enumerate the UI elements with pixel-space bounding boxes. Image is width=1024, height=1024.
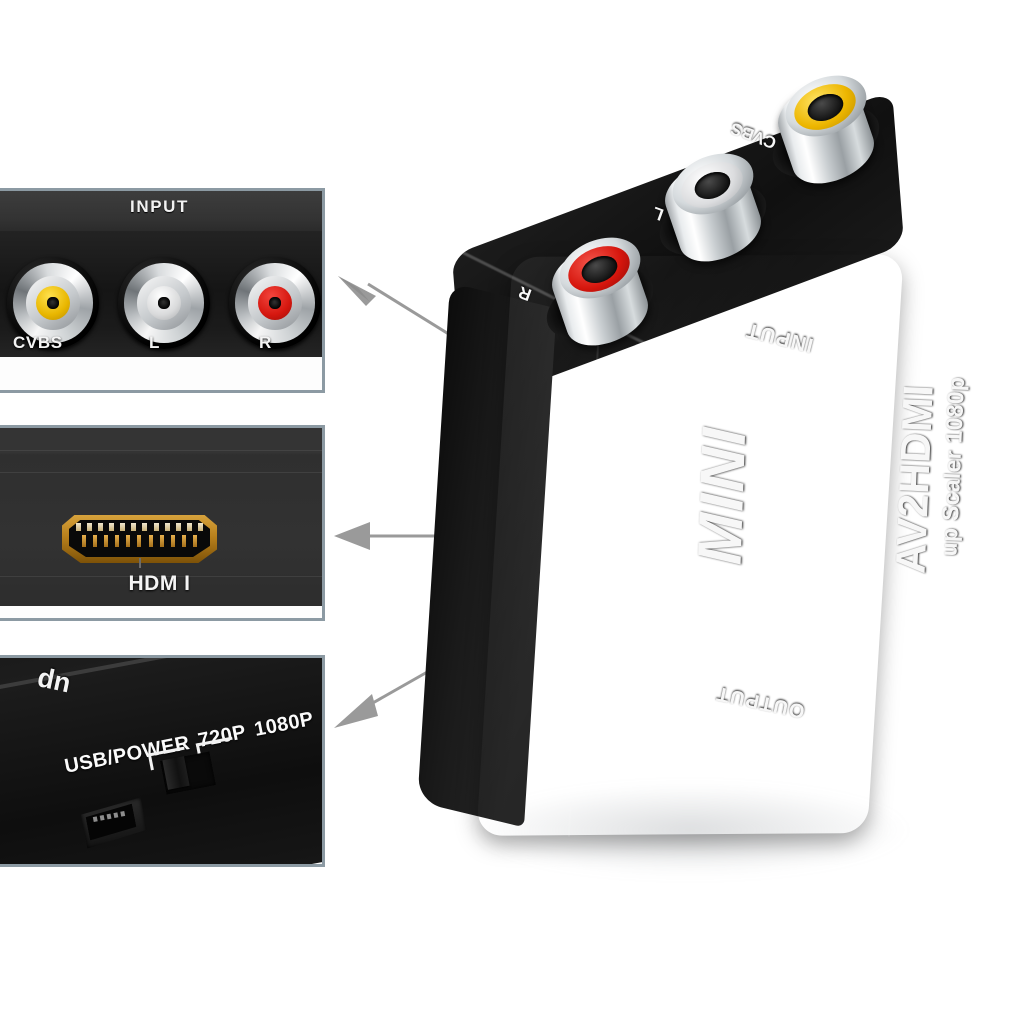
detail-panel-input: INPUT CVBS L R [0,188,325,393]
panel-hdmi-seam-low [0,576,322,577]
product-photo: R L CVBS INPUT MINI AV2HDMI up Scaler 10… [415,64,1015,935]
rca-bore [47,297,59,309]
panel-input-content: INPUT CVBS L R [0,191,322,390]
panel-hdmi-content: HDM I [0,428,322,618]
panel-hdmi-seam-mid [0,472,322,473]
panel-input-bottom-band [0,357,322,390]
product-brand-text: MINI [685,424,760,567]
rca-jack-right [229,257,321,349]
hdmi-notch [138,558,141,568]
panel-input-top-band [0,191,322,231]
rca-jack-left [118,257,210,349]
panel-input-jack-labels: CVBS L R [0,333,322,359]
panel-input-title: INPUT [130,197,189,216]
detail-panel-hdmi: HDM I [0,425,325,621]
hdmi-port-icon [62,515,217,568]
hdmi-pin-row-upper [76,523,203,531]
jack-label-l: L [149,333,160,352]
rca-jack-cvbs [7,257,99,349]
hdmi-pin-row-lower [82,535,197,547]
panel-hdmi-bottom-band [0,606,322,618]
product-drop-shadow [475,785,905,875]
product-model-text: AV2HDMI [886,383,942,575]
rca-bore [269,297,281,309]
panel-hdmi-seam-top [0,450,322,451]
jack-label-r: R [259,333,272,352]
panel-usb-orientation-text: up [34,665,73,703]
jack-label-cvbs: CVBS [13,333,63,352]
rca-bore [158,297,170,309]
panel-hdmi-port-label: HDM I [128,572,191,595]
